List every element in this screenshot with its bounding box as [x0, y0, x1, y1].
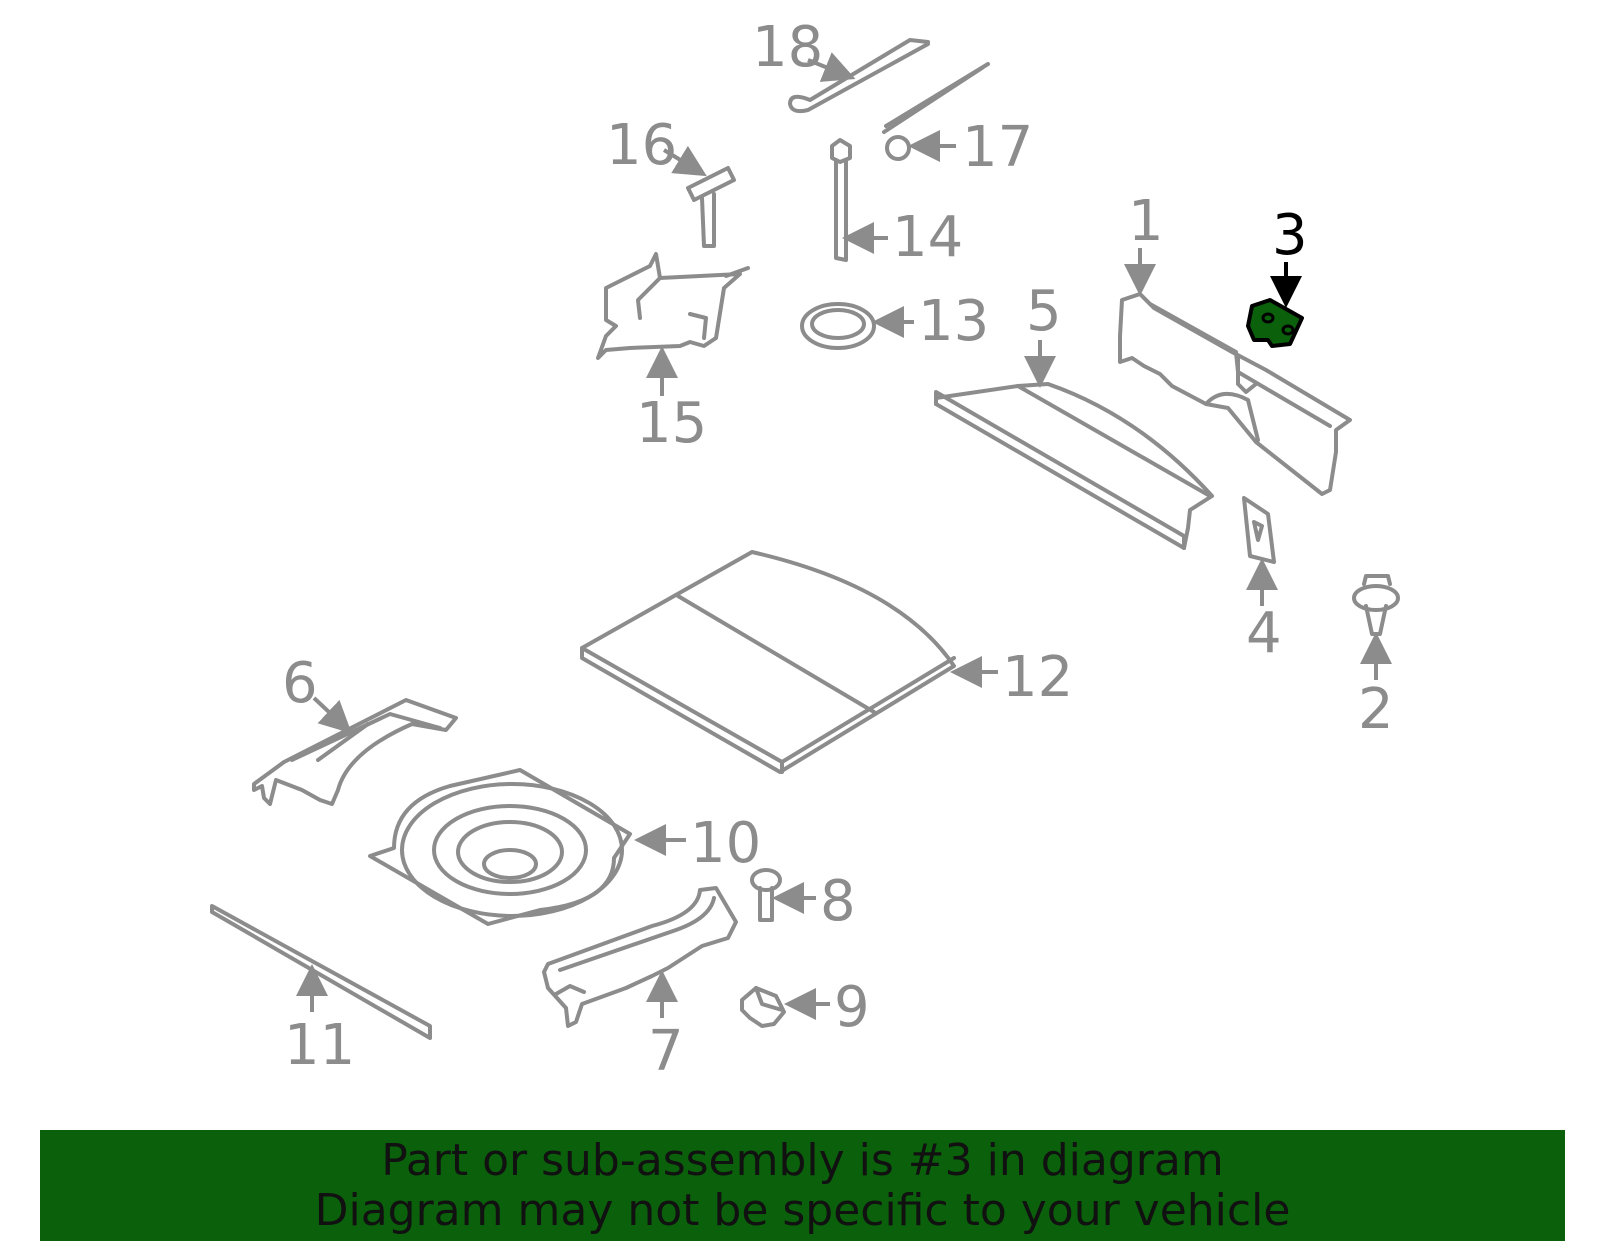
svg-text:9: 9 — [834, 975, 870, 1040]
svg-text:10: 10 — [690, 811, 761, 876]
part-7-side-trim — [542, 886, 738, 1028]
banner-line-part: Part or sub-assembly is #3 in diagram — [381, 1134, 1224, 1186]
svg-text:15: 15 — [636, 391, 707, 456]
part-8-bolt — [750, 868, 782, 922]
callout-7: 7 — [646, 970, 684, 1084]
callout-17: 17 — [908, 115, 1033, 180]
callout-15: 15 — [636, 346, 707, 456]
svg-text:11: 11 — [284, 1013, 355, 1078]
part-16-tbolt — [686, 166, 736, 248]
svg-text:17: 17 — [962, 115, 1033, 180]
svg-text:5: 5 — [1026, 279, 1062, 344]
callout-8: 8 — [772, 869, 856, 934]
svg-text:1: 1 — [1128, 189, 1164, 254]
banner-line-disclaimer: Diagram may not be specific to your vehi… — [314, 1184, 1291, 1236]
callout-12: 12 — [950, 645, 1073, 710]
svg-text:8: 8 — [820, 869, 856, 934]
callout-3: 3 — [1270, 203, 1308, 308]
part-12-floor-board — [580, 550, 956, 774]
part-14-bolt — [830, 138, 852, 262]
svg-text:2: 2 — [1358, 677, 1394, 742]
callout-9: 9 — [784, 975, 870, 1040]
callout-4: 4 — [1246, 558, 1282, 666]
svg-text:3: 3 — [1272, 203, 1308, 268]
svg-text:12: 12 — [1002, 645, 1073, 710]
svg-text:16: 16 — [606, 113, 677, 178]
part-3-highlighted-bracket — [1246, 298, 1304, 348]
callout-13: 13 — [872, 289, 989, 354]
part-1-trim-panel — [1118, 292, 1352, 496]
part-18-hook — [788, 38, 930, 114]
callout-6: 6 — [282, 651, 352, 734]
part-15-bracket — [596, 252, 750, 360]
callout-14: 14 — [842, 205, 963, 270]
callout-16: 16 — [606, 113, 707, 178]
svg-text:18: 18 — [752, 15, 823, 80]
callout-1: 1 — [1124, 189, 1164, 296]
svg-text:4: 4 — [1246, 601, 1282, 666]
callout-2: 2 — [1358, 632, 1394, 742]
part-13-washer — [800, 302, 876, 350]
callout-10: 10 — [634, 811, 761, 876]
svg-text:13: 13 — [918, 289, 989, 354]
callout-11: 11 — [284, 964, 355, 1078]
svg-text:14: 14 — [892, 205, 963, 270]
callout-5: 5 — [1024, 279, 1062, 388]
part-5-shelf — [934, 382, 1214, 550]
part-2-clip — [1352, 574, 1400, 636]
part-10-tire-tub — [368, 768, 632, 926]
svg-text:6: 6 — [282, 651, 318, 716]
info-banner: Part or sub-assembly is #3 in diagram Di… — [40, 1130, 1565, 1241]
part-11-strip — [210, 904, 432, 1040]
callout-18: 18 — [752, 15, 856, 82]
part-6-side-trim — [252, 698, 458, 806]
part-4-plate — [1242, 496, 1276, 564]
svg-text:7: 7 — [648, 1019, 684, 1084]
part-9-clip — [740, 986, 786, 1028]
